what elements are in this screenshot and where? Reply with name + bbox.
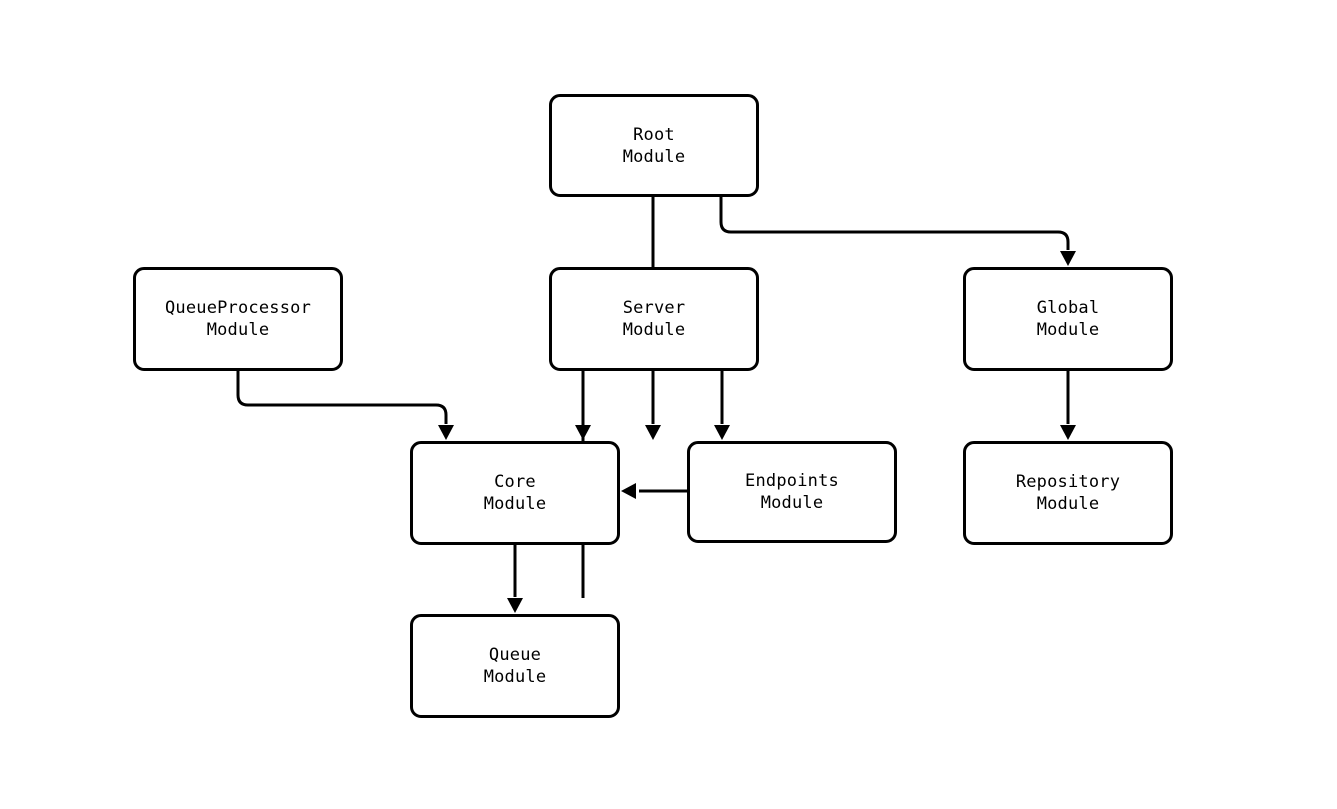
node-label-primary: Core	[494, 472, 536, 492]
arrowhead	[1060, 251, 1076, 266]
edge-queueprocessor-core	[236, 371, 454, 440]
node-label-primary: Endpoints	[745, 471, 839, 491]
arrowhead	[438, 425, 454, 440]
node-label-primary: Global	[1036, 298, 1100, 318]
node-label-secondary: Module	[483, 667, 547, 687]
node-label-primary: Server	[622, 298, 686, 318]
node-label-primary: QueueProcessor	[164, 298, 312, 318]
node-label-primary: Repository	[1015, 472, 1121, 492]
arrowhead	[621, 483, 636, 499]
node-label-secondary: Module	[206, 320, 270, 340]
node-label-secondary: Module	[760, 493, 824, 513]
arrowhead	[714, 425, 730, 440]
node-label-secondary: Module	[1036, 494, 1100, 514]
arrowhead	[507, 598, 523, 613]
edge-global-repository	[1060, 371, 1076, 440]
node-label-secondary: Module	[622, 320, 686, 340]
node-label-secondary: Module	[483, 494, 547, 514]
node-label-secondary: Module	[622, 146, 686, 167]
node-label-secondary: Module	[1036, 320, 1100, 340]
node-label-primary: Root	[633, 124, 675, 145]
edge-server-endpoints	[714, 371, 730, 440]
arrowhead	[645, 425, 661, 440]
edge-endpoints-core	[621, 483, 687, 499]
edge-core-queue	[507, 545, 523, 613]
edge-root-global	[719, 197, 1076, 266]
arrowhead	[575, 425, 591, 440]
arrowhead	[1060, 425, 1076, 440]
node-label-primary: Queue	[488, 645, 542, 665]
